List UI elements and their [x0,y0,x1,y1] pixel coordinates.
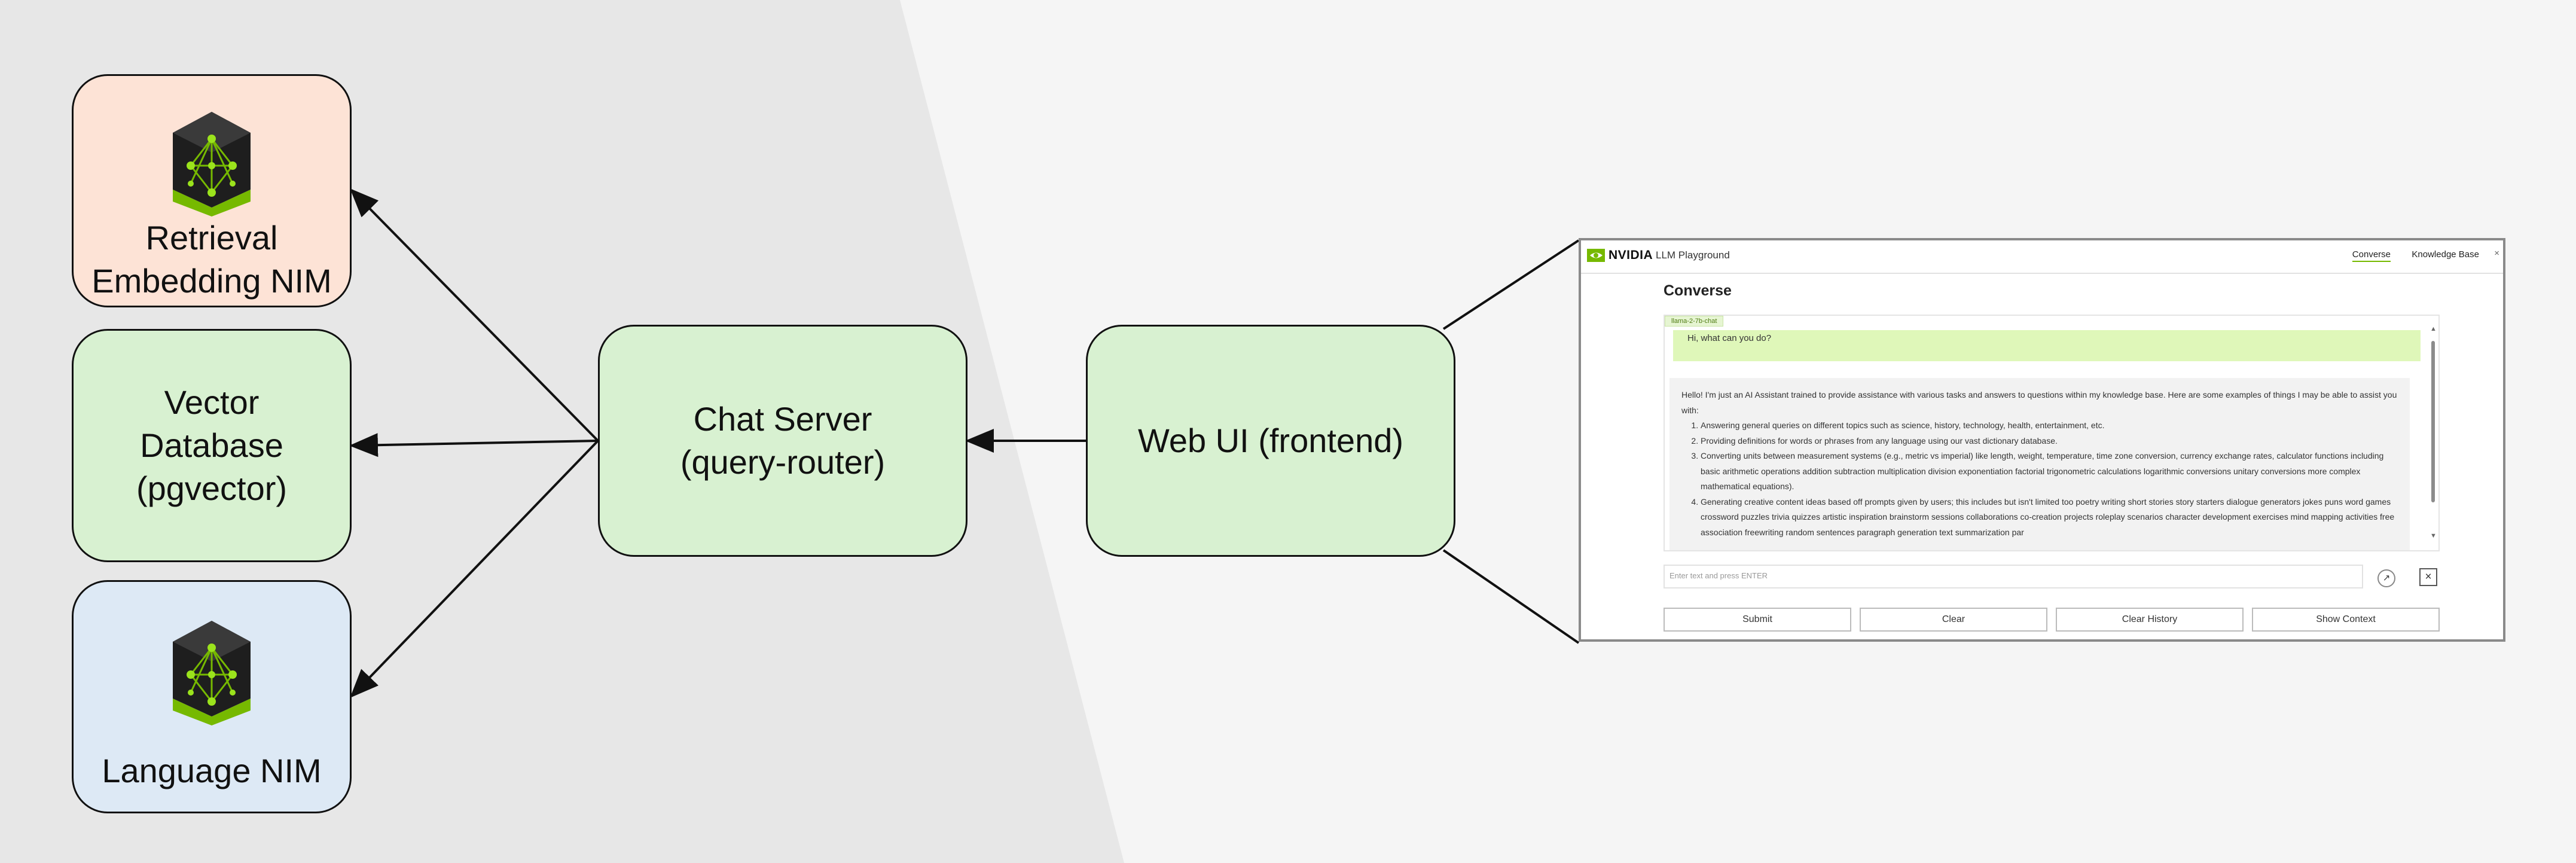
assistant-intro: Hello! I'm just an AI Assistant trained … [1681,390,2397,415]
retrieval-embedding-nim-node: Retrieval Embedding NIM [72,74,352,307]
chat-scrollbar[interactable]: ▲ ▼ [2430,325,2437,539]
list-item: Answering general queries on different t… [1701,418,2398,434]
nim-cube-icon [173,621,251,725]
nvidia-eye-icon [1587,249,1605,262]
chat-server-node: Chat Server (query-router) [598,325,967,557]
web-ui-node: Web UI (frontend) [1086,325,1455,557]
scroll-up-icon[interactable]: ▲ [2430,325,2437,333]
edge-chat-server-to-vector-db [349,433,599,458]
web-ui-label: Web UI (frontend) [1137,422,1404,459]
language-nim-label: Language NIM [102,752,322,789]
nim-cube-icon [173,112,251,216]
model-tag: llama-2-7b-chat [1665,316,1724,327]
page-title: Converse [1664,282,1732,299]
clear-history-button[interactable]: Clear History [2056,608,2244,632]
user-message: Hi, what can you do? [1673,330,2421,361]
app-title: LLM Playground [1656,249,1730,261]
list-item: Generating creative content ideas based … [1701,495,2398,541]
language-nim-node: Language NIM [72,580,352,813]
clear-input-icon[interactable]: × [2419,568,2437,586]
chat-history-panel[interactable]: llama-2-7b-chat Hi, what can you do? Hel… [1664,315,2440,551]
tab-converse[interactable]: Converse [2352,249,2391,262]
vector-database-node: Vector Database (pgvector) [72,329,352,562]
scroll-thumb[interactable] [2431,341,2435,502]
clear-button[interactable]: Clear [1860,608,2047,632]
assistant-message: Hello! I'm just an AI Assistant trained … [1669,378,2410,550]
message-input[interactable]: Enter text and press ENTER [1664,565,2363,588]
ui-top-bar: NVIDIA LLM Playground Converse Knowledge… [1581,240,2503,274]
retrieval-embedding-nim-label: Retrieval Embedding NIM [91,219,332,300]
edge-chat-server-to-language [350,440,599,698]
submit-button[interactable]: Submit [1664,608,1851,632]
list-item: Providing definitions for words or phras… [1701,434,2398,449]
vector-database-label: Vector Database (pgvector) [136,383,288,507]
web-ui-screenshot: NVIDIA LLM Playground Converse Knowledge… [1579,238,2505,642]
assistant-list: Answering general queries on different t… [1681,418,2398,540]
zoom-line-bottom [1442,549,1580,644]
list-item: Converting units between measurement sys… [1701,449,2398,495]
show-context-button[interactable]: Show Context [2252,608,2440,632]
zoom-line-top [1442,239,1580,330]
edge-chat-server-to-retrieval [350,188,599,442]
tab-knowledge-base[interactable]: Knowledge Base [2412,249,2479,260]
nvidia-logo: NVIDIA [1587,248,1653,263]
close-icon[interactable]: × [2494,248,2499,258]
microphone-icon[interactable]: ↗ [2377,569,2395,587]
scroll-down-icon[interactable]: ▼ [2430,532,2437,539]
chat-server-label: Chat Server (query-router) [680,400,886,481]
nvidia-logo-text: NVIDIA [1609,248,1653,262]
